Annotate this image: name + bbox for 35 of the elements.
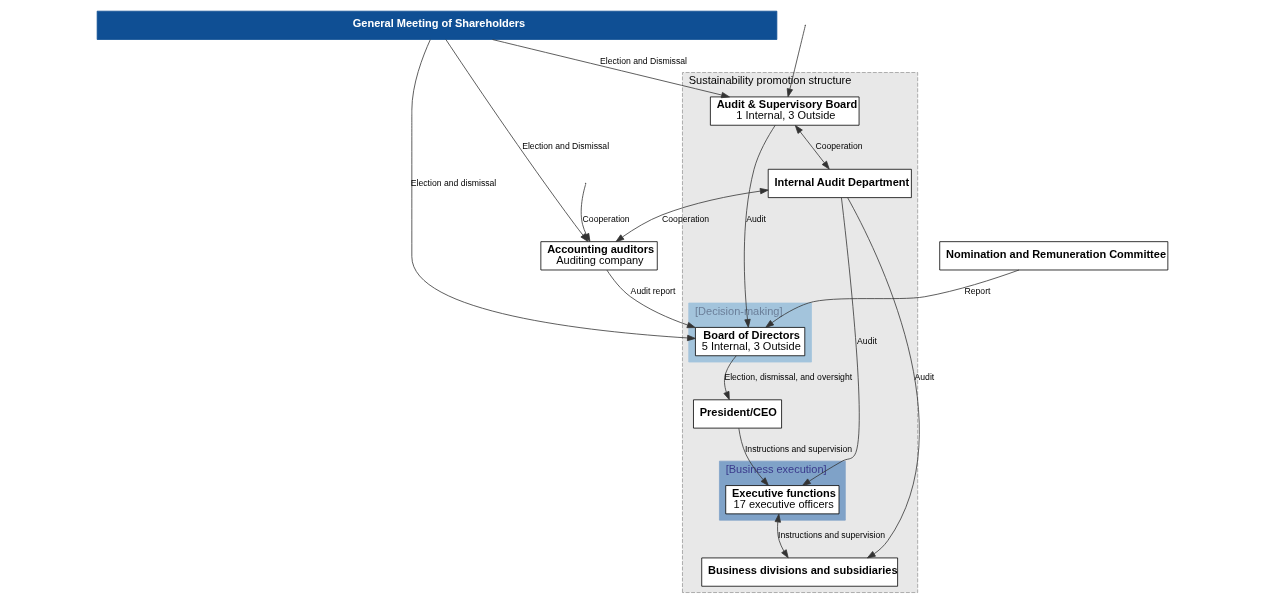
edge-label: Election and Dismissal <box>521 141 609 152</box>
edge-label: Cooperation <box>582 213 630 224</box>
arrow <box>491 39 730 99</box>
arrow <box>606 269 696 329</box>
arrow <box>794 125 830 170</box>
arrow <box>615 188 769 243</box>
edge-label: Audit <box>914 371 934 382</box>
node-box: Executive functions 17 executive officers <box>724 485 839 515</box>
edge-label: Audit <box>856 335 877 346</box>
node-box: General Meeting of Shareholders <box>96 10 777 40</box>
edge-label: Cooperation <box>814 141 863 152</box>
node-box: Business divisions and subsidiaries <box>700 557 898 587</box>
edge-label: Instructions and supervision <box>777 530 885 541</box>
node-box: Audit & Supervisory Board 1 Internal, 3 Outside <box>709 96 859 126</box>
arrow <box>743 124 776 328</box>
node-box: Accounting auditors Auditing company <box>539 241 658 271</box>
arrow <box>410 39 696 342</box>
node-box: President/CEO <box>692 399 782 429</box>
node-box: Board of Directors 5 Internal, 3 Outside <box>694 327 805 357</box>
arrow <box>722 355 737 401</box>
arrow <box>774 513 789 559</box>
arrow <box>801 197 860 486</box>
edge-label: Instructions and supervision <box>744 444 852 455</box>
node-box: Nomination and Remuneration Committee <box>938 241 1168 271</box>
arrow <box>846 197 919 559</box>
edge-label: Election, dismissal, and oversight <box>723 371 852 382</box>
arrow <box>764 269 1019 328</box>
arrow <box>786 25 806 98</box>
edge-label: Report <box>964 286 990 297</box>
edge-label: Election and Dismissal <box>599 55 687 66</box>
edge-label: Audit report <box>630 286 675 297</box>
edge-label: Audit <box>745 213 766 224</box>
edge-label: Cooperation <box>661 213 709 224</box>
node-box: Internal Audit Department <box>767 168 912 198</box>
edge-label: Election and dismissal <box>410 177 496 188</box>
